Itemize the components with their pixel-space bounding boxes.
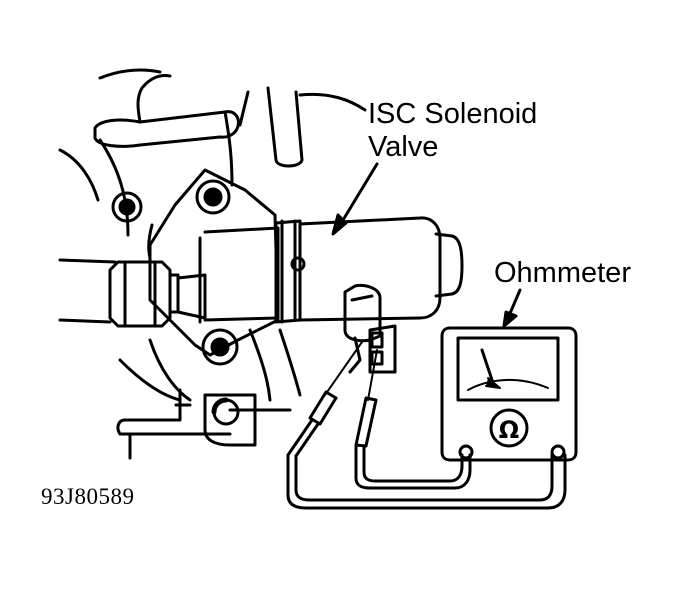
ohmmeter-selector-knob bbox=[491, 410, 527, 446]
valve-mounting-flange bbox=[113, 170, 278, 364]
meter-terminal-right bbox=[552, 446, 564, 458]
ohmmeter-dial-window bbox=[458, 338, 558, 400]
ohmmeter-case bbox=[442, 328, 576, 460]
test-probes bbox=[288, 342, 377, 456]
ohm-symbol-icon: Ω bbox=[499, 416, 519, 444]
isc-label-line2: Valve bbox=[368, 131, 439, 163]
meter-terminal-left bbox=[460, 446, 472, 458]
ohmmeter-scale bbox=[468, 380, 548, 390]
ohmmeter-needle bbox=[482, 350, 494, 386]
figure-id-label: 93J80589 bbox=[41, 484, 135, 509]
isc-solenoid-valve-label: ISC Solenoid Valve bbox=[368, 100, 537, 166]
ohmmeter-label: Ohmmeter bbox=[494, 257, 631, 289]
valve-connector bbox=[345, 286, 395, 373]
label-arrows bbox=[333, 164, 520, 326]
engine-background bbox=[60, 70, 365, 458]
isc-solenoid-valve-body bbox=[200, 218, 462, 322]
meter-leads bbox=[288, 446, 565, 508]
ohmmeter: Ω bbox=[442, 328, 576, 460]
lower-bracket bbox=[205, 395, 255, 445]
inlet-connector bbox=[110, 262, 205, 326]
isc-label-line1: ISC Solenoid bbox=[368, 98, 538, 130]
